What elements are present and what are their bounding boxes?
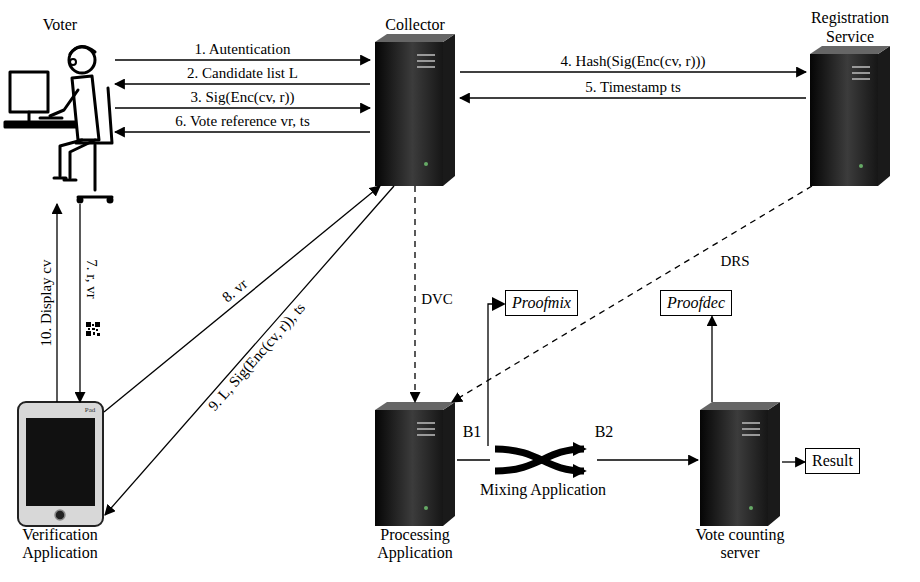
message-arrow [460,97,806,98]
node-name: Verification Application [5,526,115,563]
result-box: Result [805,448,860,474]
node-name: Registration Service [785,9,915,46]
node-name: Vote counting server [685,526,795,563]
message-label: 7. r, vr [82,258,99,301]
tablet-node: Verification Application [5,402,115,563]
device-brand-label: Pad [85,406,96,414]
message-arrow [115,107,370,108]
qr-code-icon [86,322,100,336]
server-icon [700,402,780,526]
message-label: 8. vr [218,274,253,307]
message-arrow [115,131,370,132]
server-icon [375,34,455,186]
message-arrow [782,461,805,462]
node-name: Collector [385,16,445,34]
server-node: Processing Application [360,402,470,563]
voter-illustration [5,46,112,202]
server-icon [810,46,890,186]
message-label: 6. Vote reference vr, ts [173,113,312,130]
message-arrow [56,204,57,402]
message-arrow [457,459,698,460]
message-label: 5. Timestamp ts [583,79,682,96]
node-name: Voter [43,16,77,34]
proof-box: Proofdec [660,290,732,316]
icon-space [740,402,741,526]
box-label: Proofmix [512,294,571,312]
shuffle-symbol [495,449,584,471]
message-arrow [711,316,712,402]
message-label: 1. Autentication [193,41,293,58]
icon-space [415,402,416,526]
message-label: 4. Hash(Sig(Enc(cv, r))) [559,53,708,70]
proof-box: Proofmix [505,290,578,316]
message-label: DVC [419,291,455,308]
node-name: Processing Application [360,526,470,563]
server-node: Registration Service [785,9,915,186]
icon-space [415,34,416,186]
voter-node: Voter [5,16,115,204]
icon-space [60,34,61,204]
bulletin-board-label: B1 [463,423,482,441]
message-arrow [105,186,394,515]
message-arrow [115,83,370,84]
server-node: Collector [370,16,460,186]
data-flow-arrow [414,186,415,402]
message-arrow [460,71,806,72]
tablet-icon [18,402,103,526]
message-label: 2. Candidate list L [185,65,300,82]
box-label: Result [812,452,853,470]
message-arrow [79,204,80,402]
message-label: DRS [718,253,751,270]
icon-space [850,46,851,186]
bulletin-board-label: B2 [595,423,614,441]
message-arrow [115,59,370,60]
box-label: Proofdec [667,294,725,312]
message-label: 3. Sig(Enc(cv, r)) [189,89,297,106]
icon-space [60,402,61,526]
proof-arrow [488,304,503,446]
message-label: 9. L, Sig(Enc(cv, r)), ts [204,298,311,416]
component-label: Mixing Application [480,481,606,499]
server-node: Vote counting server [685,402,795,563]
data-flow-arrow [452,186,812,402]
server-icon [375,402,455,526]
message-label: 10. Display cv [38,257,55,348]
